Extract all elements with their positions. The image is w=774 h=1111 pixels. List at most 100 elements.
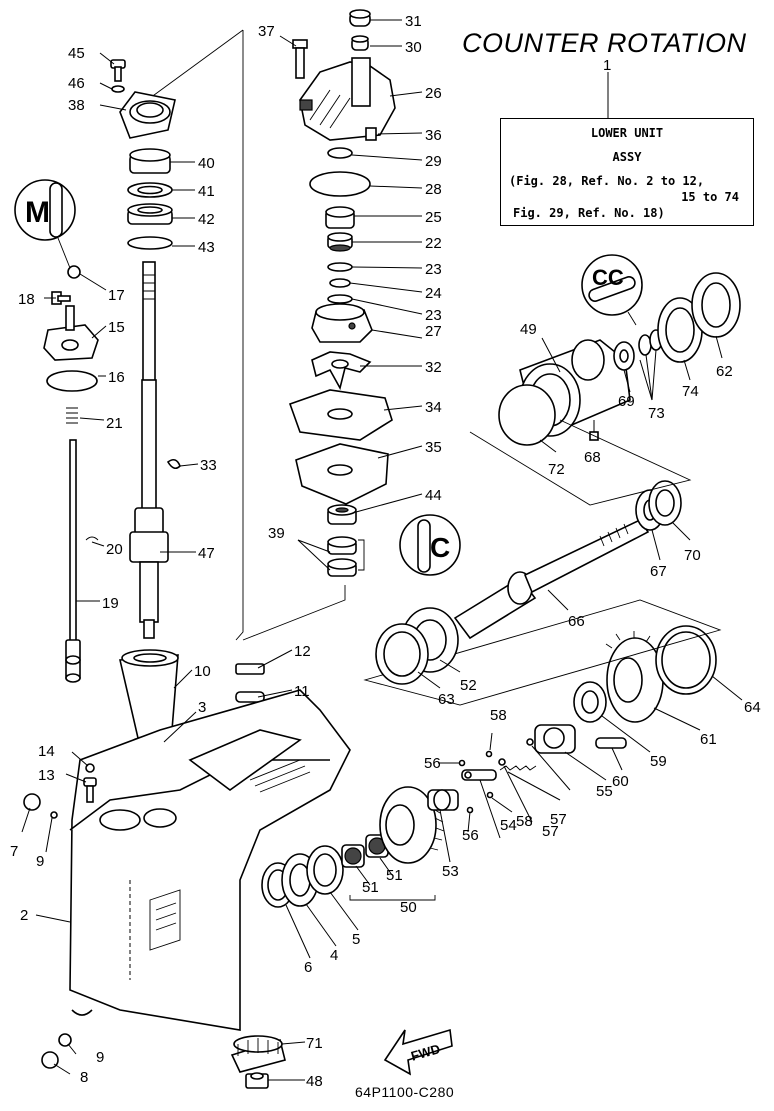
callout-14: 14 bbox=[38, 743, 55, 760]
callout-51: 51 bbox=[386, 867, 403, 884]
callout-72: 72 bbox=[548, 461, 565, 478]
cross-pin-59 bbox=[595, 737, 627, 749]
race-5 bbox=[306, 845, 344, 895]
callout-9: 9 bbox=[96, 1049, 104, 1066]
callout-11: 11 bbox=[294, 683, 310, 700]
callout-20: 20 bbox=[106, 541, 123, 558]
c-tool-icon: C bbox=[399, 514, 461, 576]
callout-3: 3 bbox=[198, 699, 206, 716]
drawing-code: 64P1100-C280 bbox=[355, 1084, 455, 1100]
water-pump-housing-26 bbox=[299, 57, 396, 141]
callout-26: 26 bbox=[425, 85, 442, 102]
propeller-shaft-52 bbox=[453, 518, 650, 640]
frame-line bbox=[242, 585, 346, 641]
callout-60: 60 bbox=[612, 773, 629, 790]
callout-19: 19 bbox=[102, 595, 119, 612]
pin-57 bbox=[498, 758, 506, 766]
lower-unit-assy-box: LOWER UNIT ASSY (Fig. 28, Ref. No. 2 to … bbox=[500, 118, 754, 226]
callout-50: 50 bbox=[400, 899, 417, 916]
callout-57: 57 bbox=[542, 823, 559, 840]
callout-29: 29 bbox=[425, 153, 442, 170]
leader-lines bbox=[21, 19, 743, 1081]
callout-23: 23 bbox=[425, 261, 442, 278]
callout-18: 18 bbox=[18, 291, 35, 308]
callout-54: 54 bbox=[500, 817, 517, 834]
assy-line-4: 15 to 74 bbox=[681, 190, 739, 204]
callout-22: 22 bbox=[425, 235, 442, 252]
shift-rod-lever-15 bbox=[43, 305, 99, 361]
callout-51: 51 bbox=[362, 879, 379, 896]
ball-58 bbox=[485, 750, 493, 758]
callout-9: 9 bbox=[36, 853, 44, 870]
o-ring-23b bbox=[327, 294, 353, 304]
screw-45 bbox=[110, 59, 126, 82]
callout-27: 27 bbox=[425, 323, 442, 340]
callout-24: 24 bbox=[425, 285, 442, 302]
callout-37: 37 bbox=[258, 23, 275, 40]
callout-66: 66 bbox=[568, 613, 585, 630]
gasket-35 bbox=[295, 443, 389, 505]
callout-assy-ref: 1 bbox=[603, 57, 611, 74]
callout-6: 6 bbox=[304, 959, 312, 976]
callout-25: 25 bbox=[425, 209, 442, 226]
pinion-48 bbox=[230, 1035, 286, 1073]
key-11 bbox=[235, 691, 265, 703]
oil-seal-65 bbox=[375, 623, 429, 685]
clip-20 bbox=[85, 536, 99, 541]
callout-39: 39 bbox=[268, 525, 285, 542]
plug-8 bbox=[41, 1051, 59, 1069]
oil-seal-44 bbox=[327, 504, 357, 525]
callout-32: 32 bbox=[425, 359, 442, 376]
key-33 bbox=[166, 458, 181, 470]
callout-56: 56 bbox=[462, 827, 479, 844]
bearing-40 bbox=[129, 148, 171, 174]
c-tool-icon-2: CC bbox=[581, 254, 643, 316]
callout-30: 30 bbox=[405, 39, 422, 56]
spring-21 bbox=[66, 407, 78, 424]
claw-washer-73 bbox=[657, 297, 703, 363]
nut-17 bbox=[67, 265, 81, 279]
o-ring-16 bbox=[46, 370, 98, 392]
screw-13 bbox=[83, 777, 97, 803]
callout-45: 45 bbox=[68, 45, 85, 62]
callout-58: 58 bbox=[516, 813, 533, 830]
callout-40: 40 bbox=[198, 155, 215, 172]
pin-57b bbox=[526, 738, 534, 746]
callout-5: 5 bbox=[352, 931, 360, 948]
callout-34: 34 bbox=[425, 399, 442, 416]
callout-57: 57 bbox=[550, 811, 567, 828]
callout-8: 8 bbox=[80, 1069, 88, 1086]
callout-67: 67 bbox=[650, 563, 667, 580]
o-ring-28 bbox=[309, 171, 371, 197]
drive-shaft-47 bbox=[129, 261, 169, 639]
m-tool-icon: M bbox=[14, 179, 76, 241]
gasket-9b bbox=[58, 1033, 72, 1047]
callout-12: 12 bbox=[294, 643, 311, 660]
o-ring-29 bbox=[327, 147, 353, 159]
ball-56 bbox=[458, 759, 466, 767]
impeller-housing-27 bbox=[311, 303, 373, 343]
callout-61: 61 bbox=[700, 731, 717, 748]
pin-12 bbox=[235, 663, 265, 675]
callout-53: 53 bbox=[442, 863, 459, 880]
callout-31: 31 bbox=[405, 13, 422, 30]
callout-74: 74 bbox=[682, 383, 699, 400]
callout-10: 10 bbox=[194, 663, 211, 680]
grommet-30 bbox=[351, 35, 369, 51]
outer-plate-34 bbox=[288, 389, 393, 441]
oil-seal-39 bbox=[327, 536, 357, 577]
svg-text:C: C bbox=[430, 532, 450, 563]
shift-plunger-54 bbox=[461, 769, 497, 781]
callout-43: 43 bbox=[198, 239, 215, 256]
dog-clutch-60 bbox=[534, 724, 576, 754]
spring-55 bbox=[499, 765, 537, 771]
callout-7: 7 bbox=[10, 843, 18, 860]
o-ring-23 bbox=[327, 262, 353, 272]
callout-64: 64 bbox=[744, 699, 761, 716]
pin-36 bbox=[365, 127, 377, 141]
svg-text:CC: CC bbox=[592, 265, 624, 290]
callout-69: 69 bbox=[618, 393, 635, 410]
bearing-51 bbox=[341, 834, 389, 868]
